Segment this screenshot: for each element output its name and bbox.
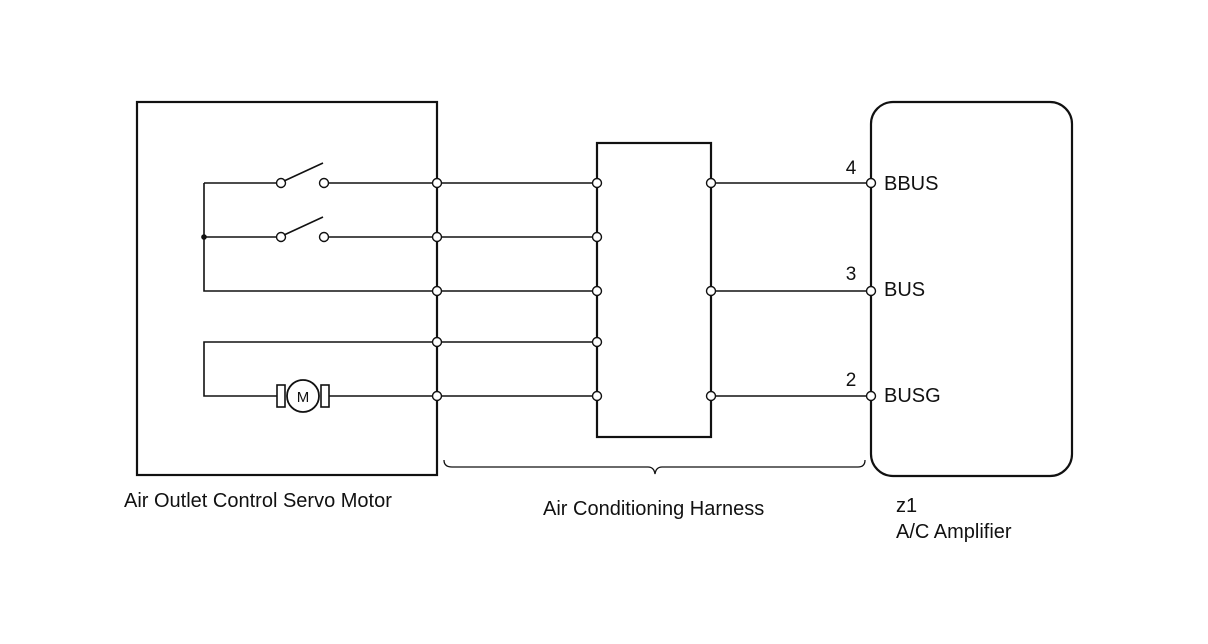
motor-circuit: M xyxy=(203,341,437,413)
harness-label: Air Conditioning Harness xyxy=(543,498,764,520)
amplifier-code: z1 xyxy=(896,495,917,517)
servo-motor-box xyxy=(135,100,439,477)
pin-number-bbus: 4 xyxy=(846,158,857,179)
terminals xyxy=(431,177,877,402)
harness-box xyxy=(595,141,713,439)
motor-symbol: M xyxy=(297,389,310,406)
pin-name-bbus: BBUS xyxy=(884,173,938,195)
servo-motor-label: Air Outlet Control Servo Motor xyxy=(124,490,392,512)
harness-brace xyxy=(443,459,866,475)
amplifier-label: A/C Amplifier xyxy=(896,521,1012,543)
harness-amplifier-wires xyxy=(711,182,871,397)
switch-circuit xyxy=(201,162,437,292)
servo-harness-wires xyxy=(437,182,597,397)
pin-number-bus: 3 xyxy=(846,264,857,285)
pin-name-bus: BUS xyxy=(884,279,925,301)
pin-number-busg: 2 xyxy=(846,370,857,391)
motor-icon xyxy=(286,379,320,413)
pin-name-busg: BUSG xyxy=(884,385,941,407)
